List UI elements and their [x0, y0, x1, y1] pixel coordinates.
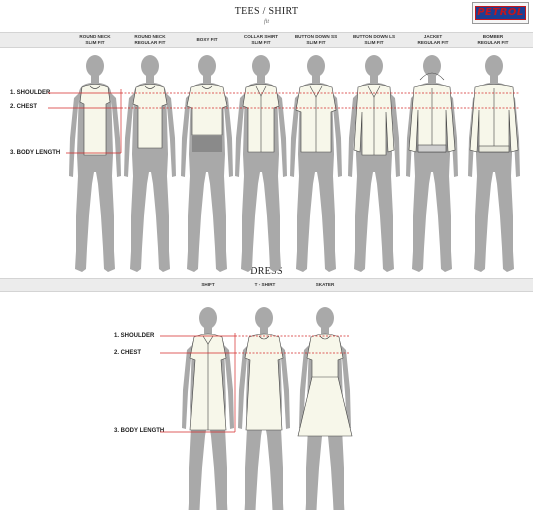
dress-header-bar	[0, 278, 533, 292]
col-shift: SHIFT	[201, 282, 215, 287]
dress-t-shirt	[244, 333, 284, 431]
tees-header-bar	[0, 32, 533, 48]
dress-label-shoulder: 1. SHOULDER	[114, 333, 155, 339]
dress-label-body-length: 3. BODY LENGTH	[114, 428, 165, 434]
dress-skater	[297, 333, 353, 437]
col-boxy-fit: BOXY FIT	[196, 37, 218, 42]
garment-round-neck-regular	[132, 84, 168, 149]
boxy-shorts	[192, 136, 222, 152]
dress-label-chest: 2. CHEST	[114, 350, 142, 356]
dress-measure-lines	[160, 333, 350, 433]
tees-label-shoulder: 1. SHOULDER	[10, 90, 51, 96]
dress-title: DRESS	[250, 266, 283, 277]
tees-measure-lines	[48, 89, 520, 154]
garment-boxy	[186, 84, 228, 136]
col-t-shirt: T - SHIRT	[254, 282, 276, 287]
garment-round-neck-slim	[79, 84, 111, 156]
col-skater: SKATER	[315, 282, 335, 287]
logo-text: PETROL	[477, 7, 524, 18]
tees-title: TEES / SHIRT	[234, 6, 299, 17]
tees-subtitle: fit	[263, 19, 269, 25]
petrol-logo: PETROL	[472, 2, 529, 24]
tees-label-body-length: 3. BODY LENGTH	[10, 150, 61, 156]
tees-label-chest: 2. CHEST	[10, 104, 38, 110]
